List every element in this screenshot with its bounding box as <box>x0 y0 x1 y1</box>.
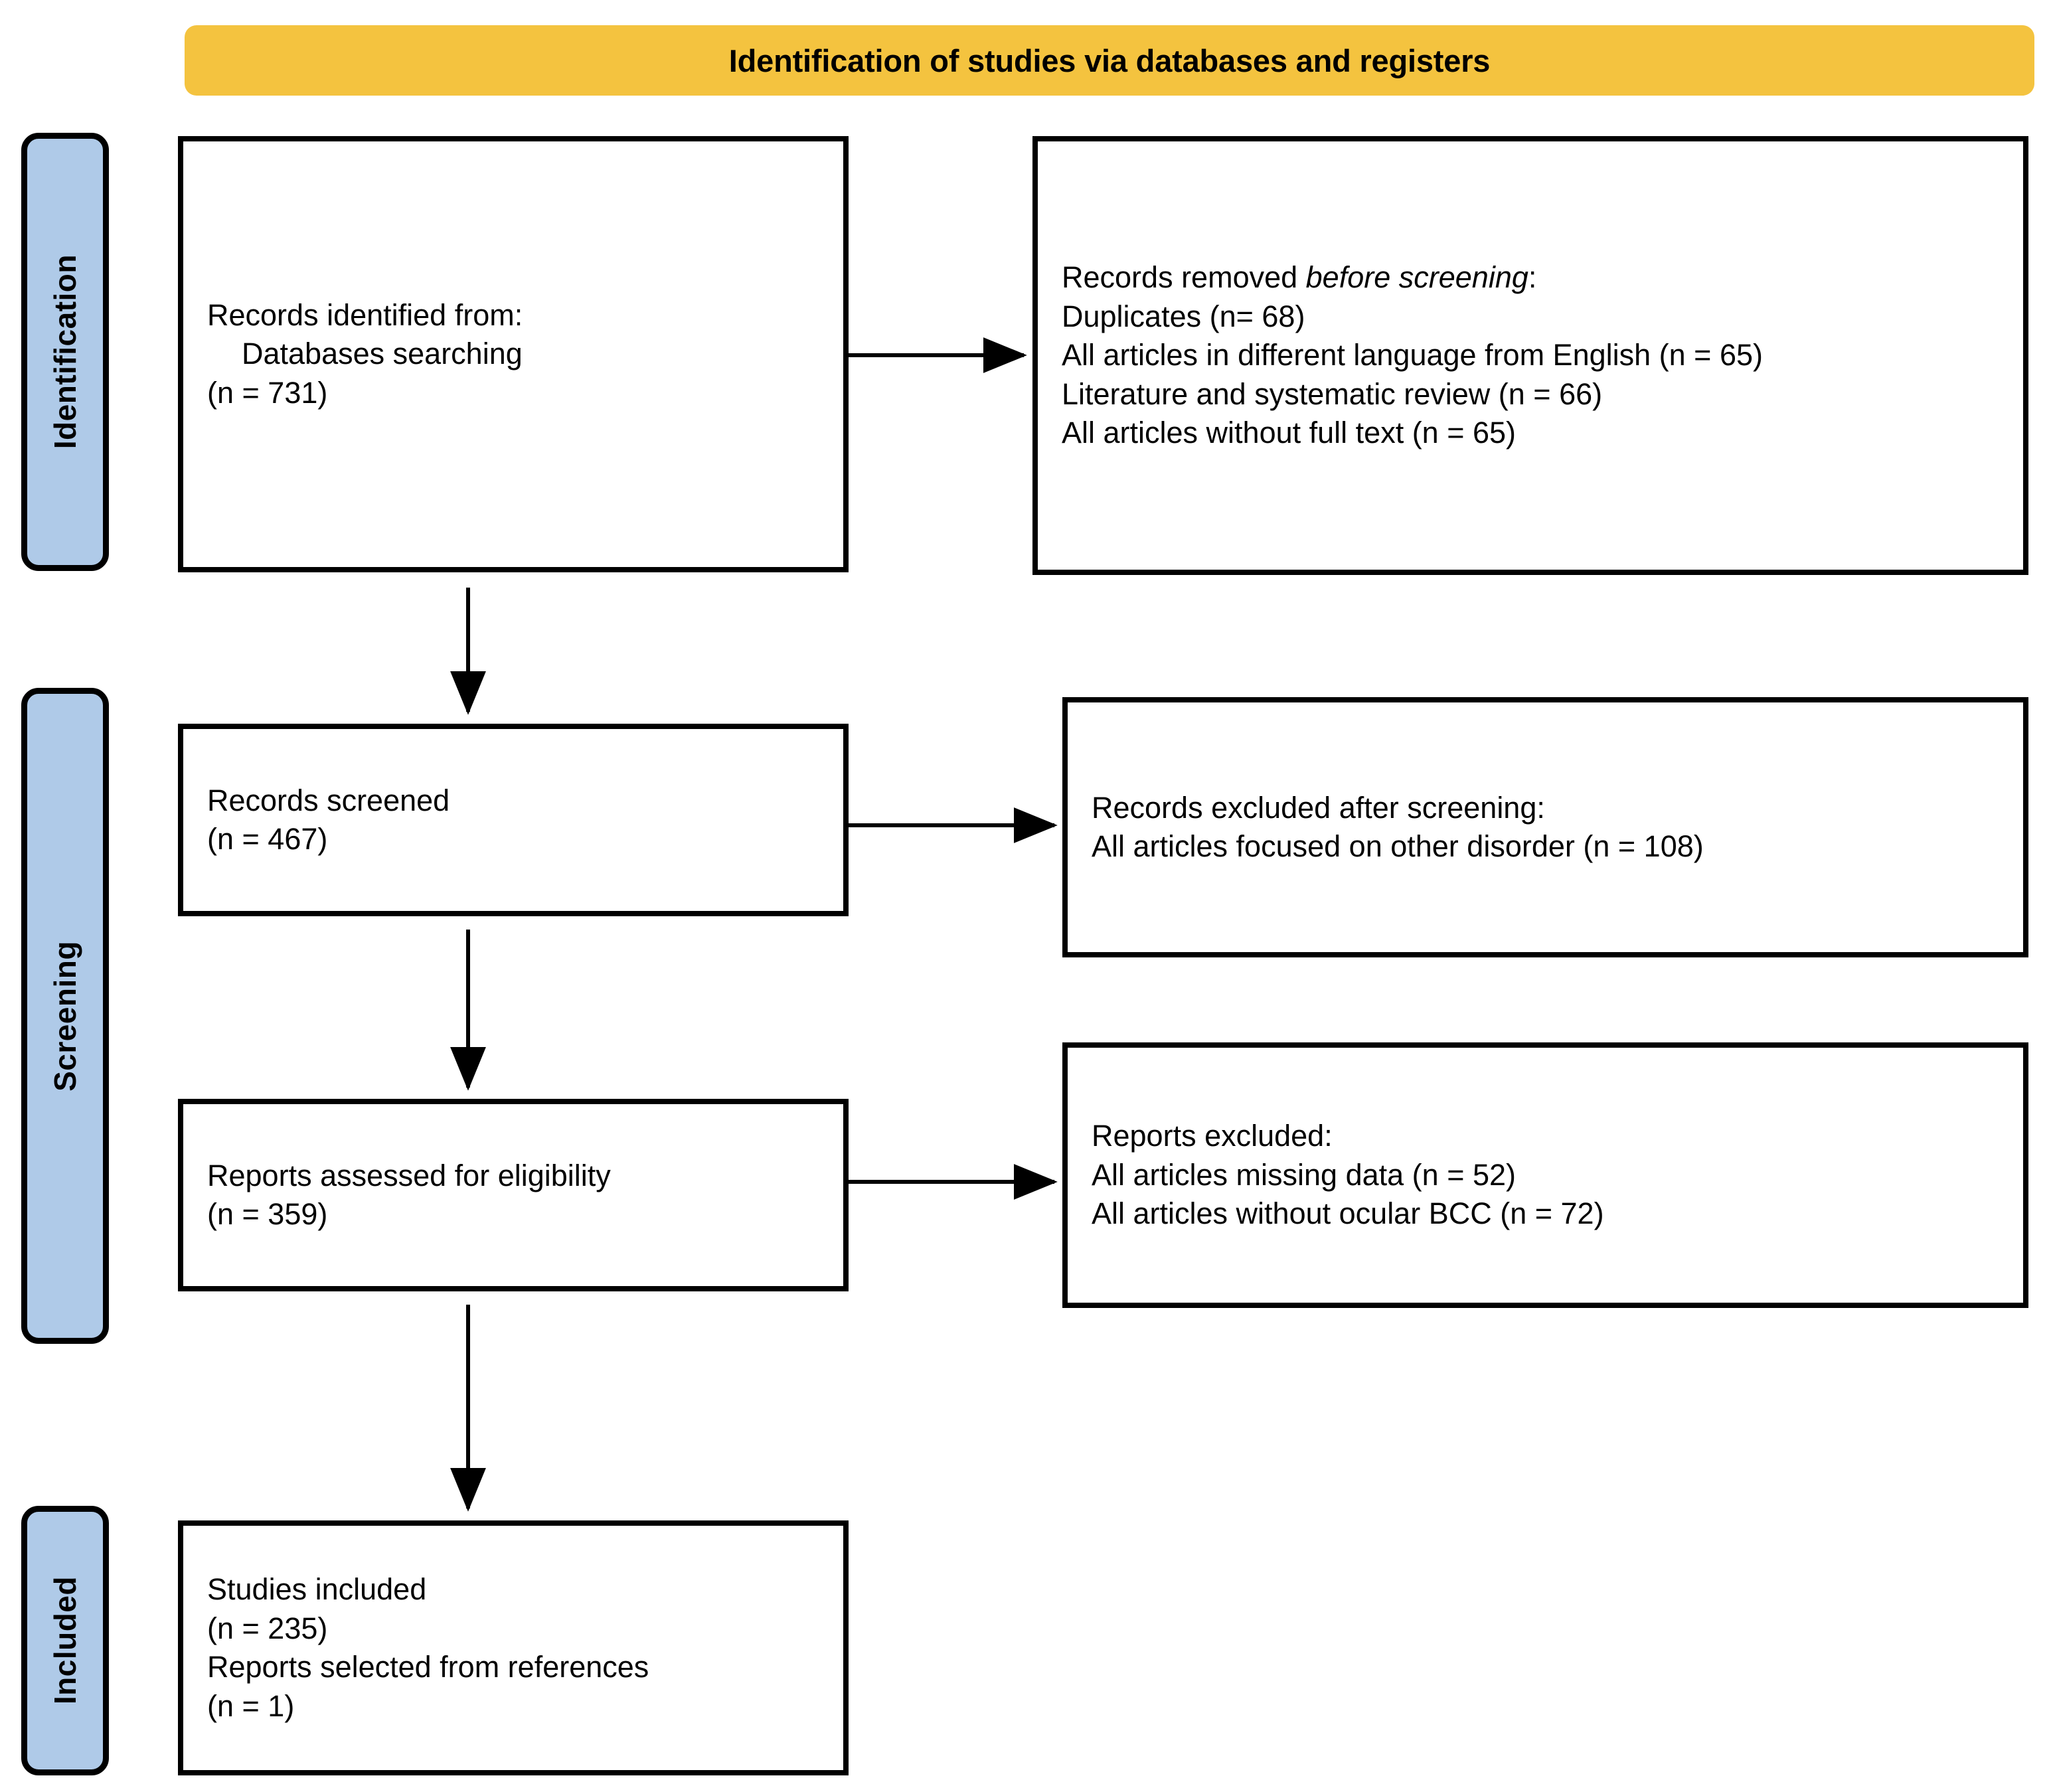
reports-excluded-no-ocular-bcc: All articles without ocular BCC (n = 72) <box>1092 1196 1604 1231</box>
box-studies-included-text: Studies included (n = 235) Reports selecte… <box>183 1570 843 1726</box>
records-removed-line1-post: : <box>1528 260 1537 295</box>
records-identified-line2: Databases searching <box>242 337 523 371</box>
box-records-removed-text: Records removed before screening: Duplica… <box>1038 258 2023 453</box>
reports-excluded-missing-data: All articles missing data (n = 52) <box>1092 1157 1517 1192</box>
page-title: Identification of studies via databases … <box>728 42 1491 78</box>
stage-rail-label-included: Included <box>48 1576 82 1705</box>
reports-from-references-count: (n = 1) <box>207 1688 295 1723</box>
records-removed-line1-pre: Records removed <box>1062 260 1306 295</box>
box-records-excluded-after-screening-text: Records excluded after screening: All art… <box>1068 789 2023 866</box>
records-identified-line1: Records identified from: <box>207 297 523 332</box>
box-records-identified-text: Records identified from: Databases search… <box>183 296 843 413</box>
studies-included-line1: Studies included <box>207 1572 427 1606</box>
box-reports-excluded: Reports excluded: All articles missing da… <box>1062 1042 2028 1308</box>
records-screened-count: (n = 467) <box>207 822 328 856</box>
records-identified-count: (n = 731) <box>207 375 328 410</box>
stage-rail-included: Included <box>21 1506 109 1775</box>
reports-assessed-line1: Reports assessed for eligibility <box>207 1158 611 1192</box>
box-records-screened-text: Records screened (n = 467) <box>183 781 843 859</box>
box-records-identified: Records identified from: Databases search… <box>178 136 849 572</box>
studies-included-count: (n = 235) <box>207 1611 328 1645</box>
box-reports-assessed-for-eligibility: Reports assessed for eligibility (n = 359… <box>178 1099 849 1291</box>
stage-rail-label-identification: Identification <box>48 254 82 449</box>
records-excluded-other-disorder: All articles focused on other disorder (… <box>1092 829 1704 863</box>
stage-rail-screening: Screening <box>21 688 109 1344</box>
box-records-screened: Records screened (n = 467) <box>178 724 849 916</box>
box-reports-excluded-text: Reports excluded: All articles missing da… <box>1068 1117 2023 1234</box>
records-removed-duplicates: Duplicates (n= 68) <box>1062 299 1305 333</box>
stage-rail-label-screening: Screening <box>48 940 82 1092</box>
reports-from-references-line: Reports selected from references <box>207 1650 649 1684</box>
records-removed-reviews: Literature and systematic review (n = 66… <box>1062 376 1603 411</box>
reports-excluded-line1: Reports excluded: <box>1092 1119 1333 1153</box>
records-excluded-line1: Records excluded after screening: <box>1092 790 1545 825</box>
reports-assessed-count: (n = 359) <box>207 1197 328 1231</box>
stage-rail-identification: Identification <box>21 133 109 571</box>
box-records-excluded-after-screening: Records excluded after screening: All art… <box>1062 697 2028 957</box>
diagram-header-banner: Identification of studies via databases … <box>185 25 2034 96</box>
records-removed-language: All articles in different language from … <box>1062 338 1763 372</box>
box-studies-included: Studies included (n = 235) Reports selecte… <box>178 1520 849 1775</box>
box-reports-assessed-text: Reports assessed for eligibility (n = 359… <box>183 1157 843 1234</box>
records-removed-line1-emphasis: before screening <box>1305 260 1528 295</box>
box-records-removed: Records removed before screening: Duplica… <box>1032 136 2028 575</box>
records-removed-no-fulltext: All articles without full text (n = 65) <box>1062 416 1517 450</box>
records-screened-line1: Records screened <box>207 783 450 817</box>
